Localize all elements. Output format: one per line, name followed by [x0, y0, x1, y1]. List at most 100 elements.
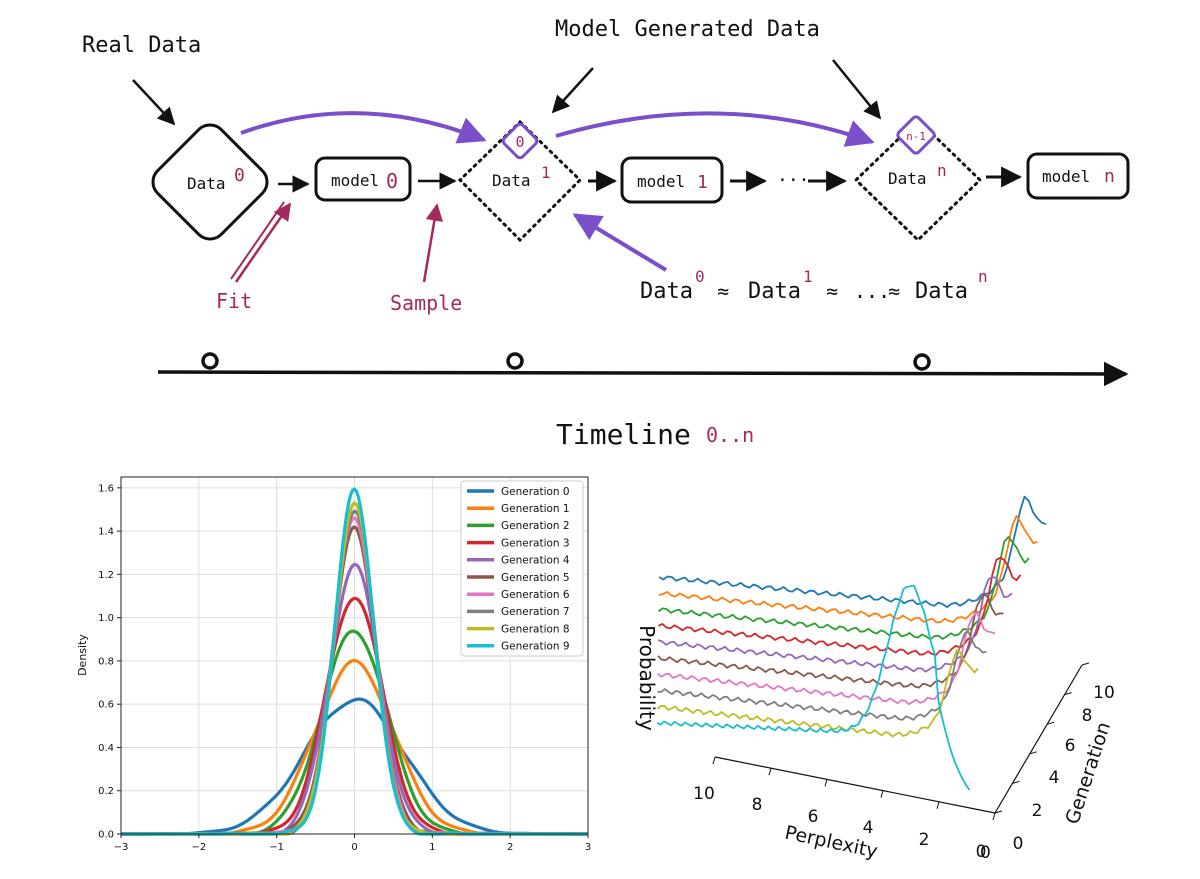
data-node-1: Data 1 — [457, 119, 583, 243]
legend-label: Generation 0 — [501, 486, 570, 498]
perplexity-axis-line — [714, 756, 996, 814]
model-node-n-label: model — [1042, 167, 1090, 186]
generation-tick-label: 4 — [1049, 768, 1060, 788]
perplexity-tick-label: 0 — [976, 842, 987, 862]
y-tick-label: 0.2 — [98, 786, 114, 797]
eq-term-1: Data — [748, 279, 801, 304]
generation-series-line — [658, 515, 1038, 624]
data-node-0-label: Data — [187, 174, 226, 193]
perplexity-tick-label: 10 — [693, 784, 715, 804]
eq-term-0-sup: 0 — [695, 267, 705, 286]
collapse-diagram: Real Data Model Generated Data Data 0 mo… — [82, 17, 1130, 451]
legend-label: Generation 1 — [501, 503, 570, 515]
model-node-0-label: model — [331, 171, 379, 190]
perplexity-tick-label: 8 — [752, 795, 763, 815]
eq-term-n: Data — [915, 279, 968, 304]
eq-term-n-sup: n — [978, 267, 988, 286]
eq-term-0: Data — [640, 279, 693, 304]
generation-series-line — [657, 593, 1004, 689]
perplexity-tick — [936, 801, 940, 809]
y-tick-label: 1.4 — [98, 527, 114, 538]
generation-series-line — [657, 611, 996, 706]
sample-diamond-n-1: n-1 — [896, 115, 936, 155]
generation-tick — [1081, 662, 1090, 666]
eq-approx-2: ≈ — [888, 279, 900, 303]
eq-ellipsis: ... — [854, 279, 890, 303]
model-node-1-idx: 1 — [697, 172, 708, 193]
y-tick-label: 1.0 — [98, 613, 114, 624]
y-tick-label: 0.4 — [98, 743, 114, 754]
data-node-0: Data 0 — [151, 123, 269, 241]
sample-diamond-n-1-label: n-1 — [906, 130, 926, 143]
eq-approx-0: ≈ — [717, 279, 729, 303]
generation-series-line — [656, 584, 971, 791]
perplexity-tick-label: 4 — [863, 818, 874, 838]
generation-tick-label: 10 — [1093, 683, 1115, 703]
legend-label: Generation 8 — [501, 623, 570, 635]
real-data-arrow — [132, 79, 176, 126]
timeline-marker-1 — [506, 352, 524, 370]
perplexity-tick — [824, 779, 828, 787]
model-node-1-label: model — [637, 172, 685, 191]
fit-label: Fit — [216, 289, 252, 313]
timeline-marker-n — [913, 353, 931, 371]
legend-label: Generation 6 — [501, 589, 570, 601]
generation-tick-label: 0 — [1013, 834, 1024, 854]
real-data-label: Real Data — [82, 33, 201, 58]
generation-tick-label: 8 — [1082, 706, 1093, 726]
timeline-label: Timeline — [556, 418, 691, 451]
y-tick-label: 0.6 — [98, 700, 114, 711]
density-y-label: Density — [76, 634, 89, 676]
legend-label: Generation 7 — [501, 606, 570, 618]
x-tick-label: 0 — [351, 842, 357, 853]
x-tick-label: −1 — [269, 842, 284, 853]
density-chart-grid — [120, 477, 589, 835]
generation-tick — [1029, 751, 1037, 755]
generation-tick-label: 2 — [1032, 801, 1043, 821]
probability-axis-label: Probability — [635, 625, 659, 731]
legend-label: Generation 3 — [501, 537, 570, 549]
generation-series-line — [656, 649, 979, 738]
generation-series-line — [657, 556, 1022, 656]
perplexity-tick — [880, 790, 884, 798]
data-node-1-label: Data — [492, 171, 531, 190]
y-tick-label: 1.6 — [98, 483, 114, 494]
model-generated-arrow-1 — [551, 67, 594, 114]
model-node-0-idx: 0 — [386, 169, 398, 193]
data-node-n-sup: n — [937, 161, 947, 180]
generation-series-line — [658, 495, 1047, 608]
model-generated-label: Model Generated Data — [555, 17, 820, 42]
generation-tick-label: 6 — [1065, 736, 1076, 756]
legend-label: Generation 4 — [501, 555, 570, 567]
timeline-range: 0..n — [706, 423, 754, 447]
chain-ellipsis: ··· — [777, 170, 810, 191]
y-tick-label: 0.8 — [98, 656, 114, 667]
sample-arrow-data0-data1 — [240, 111, 487, 144]
data-node-n: Data n — [853, 117, 983, 243]
equivalence-arrow — [572, 213, 668, 272]
generation-tick — [1047, 721, 1055, 725]
legend-label: Generation 5 — [501, 572, 570, 584]
generation-series-line — [657, 576, 1013, 673]
data-node-0-sup: 0 — [234, 165, 245, 186]
perplexity-tick — [992, 812, 996, 821]
sample-label: Sample — [390, 291, 462, 315]
generation-axis-line — [994, 664, 1083, 814]
eq-term-1-sup: 1 — [803, 267, 813, 286]
perplexity-3d-lines — [656, 495, 1047, 791]
generation-tick — [994, 810, 1003, 814]
model-node-0: model 0 — [314, 156, 412, 202]
model-node-n: model n — [1026, 152, 1130, 200]
model-node-1: model 1 — [620, 156, 724, 204]
perplexity-tick — [768, 768, 772, 776]
eq-approx-1: ≈ — [826, 279, 838, 303]
x-tick-label: 2 — [507, 842, 513, 853]
equivalence-equation: Data 0 ≈ Data 1 ≈ ... ≈ Data n — [640, 267, 988, 304]
sample-diamond-0: 0 — [501, 122, 539, 160]
